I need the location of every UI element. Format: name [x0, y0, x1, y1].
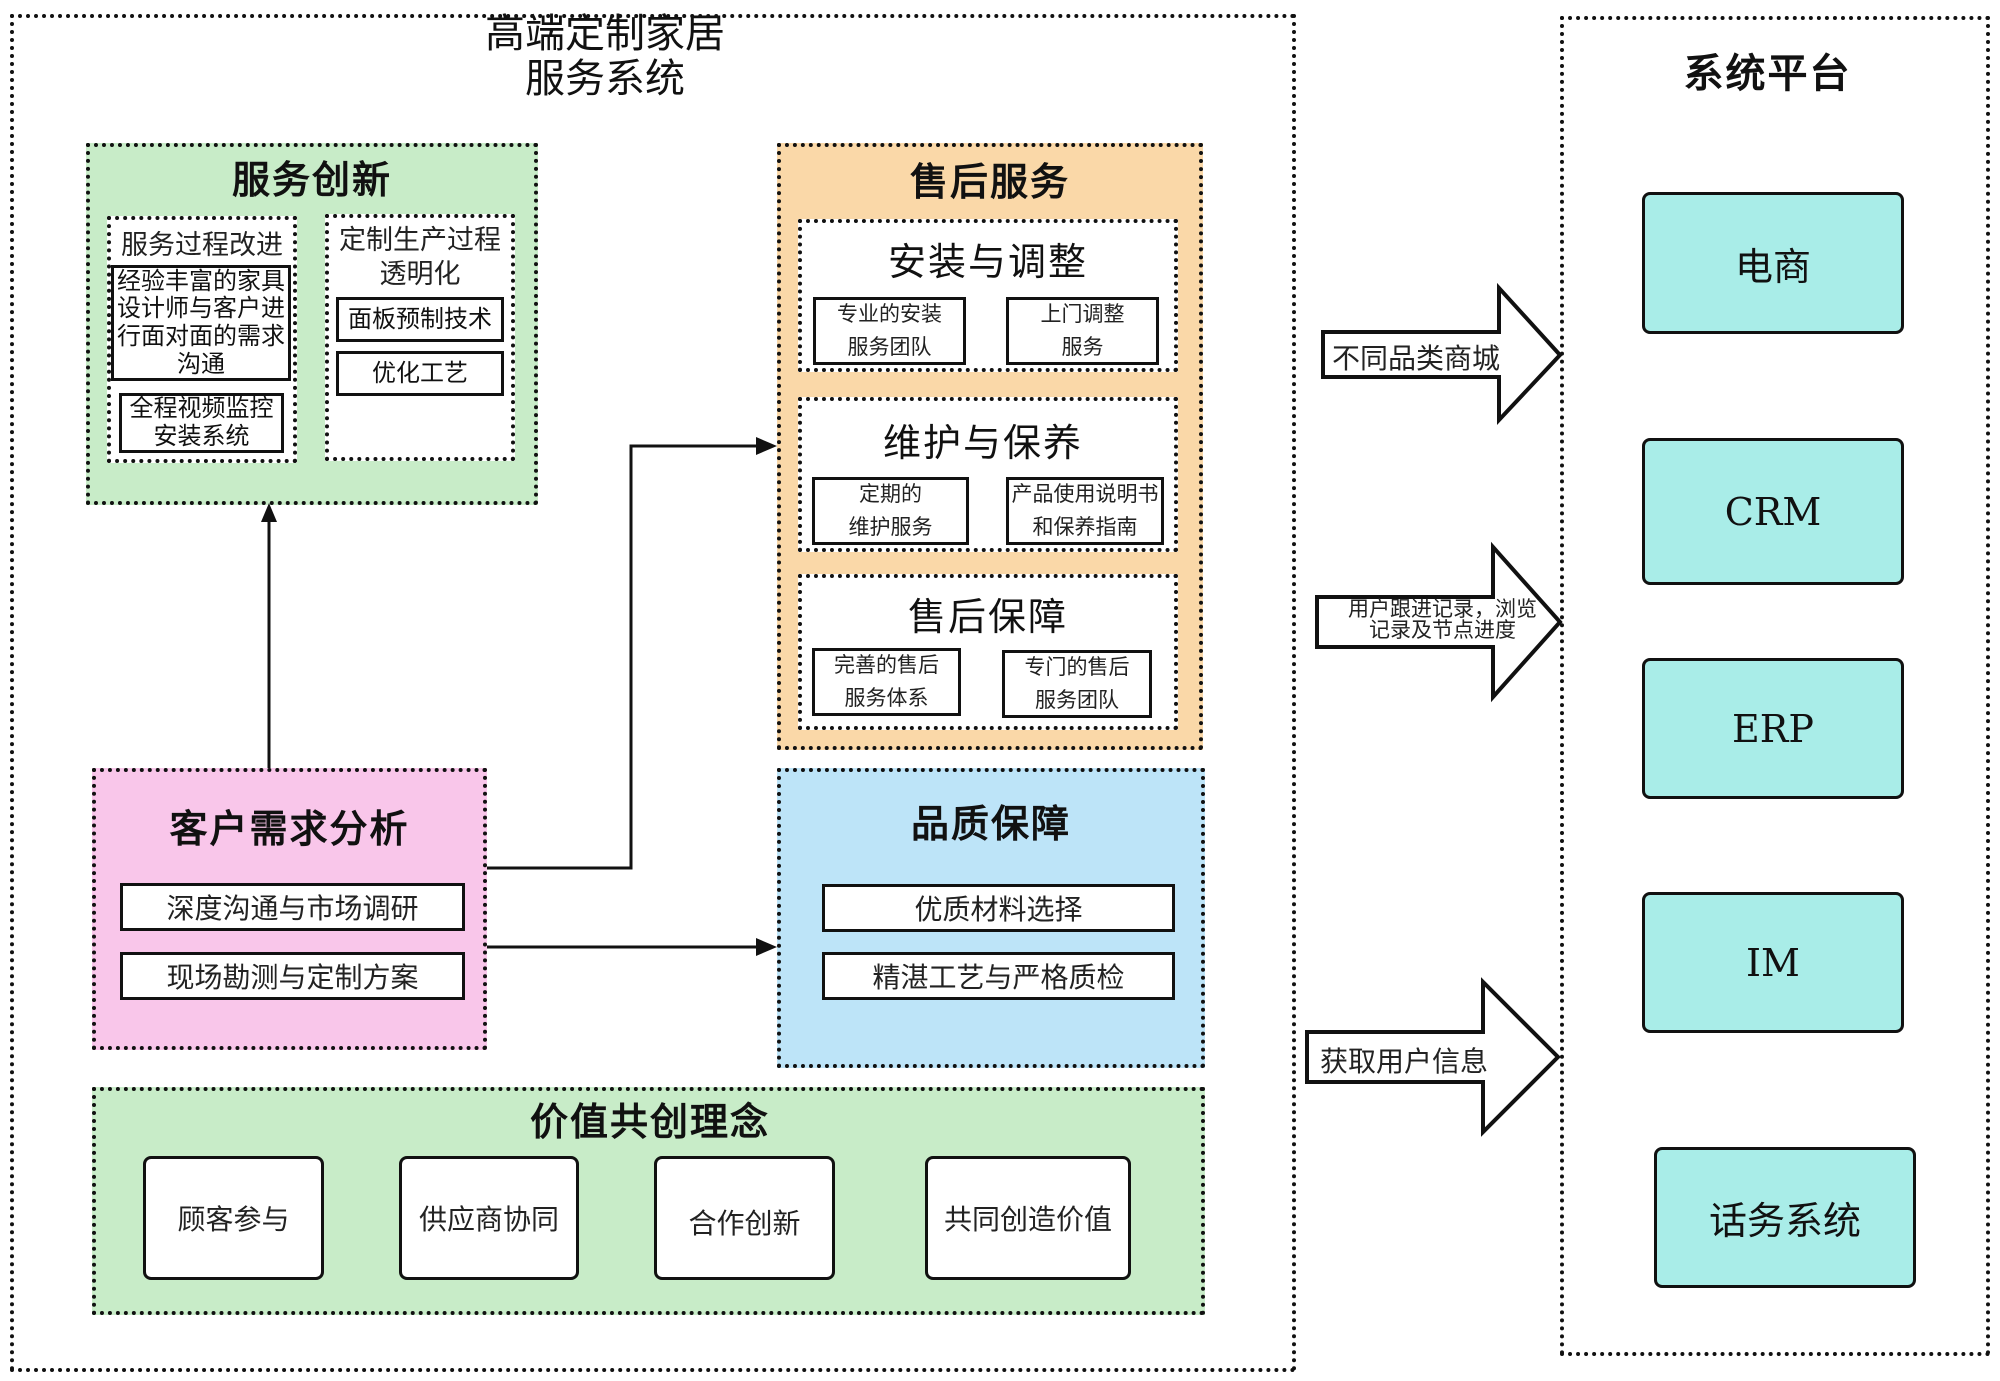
platform-ecommerce[interactable]: 电商	[1642, 192, 1904, 334]
onsite-adjust-box: 上门调整 服务	[1006, 297, 1159, 365]
customer-participation-box: 顾客参与	[143, 1156, 324, 1280]
flow-label-1: 不同品类商城	[1332, 342, 1501, 375]
after-sales-guarantee-title: 售后保障	[907, 594, 1068, 639]
flow-label-2-line-2: 记录及节点进度	[1369, 618, 1516, 642]
site-survey-box: 现场勘测与定制方案	[120, 952, 465, 1000]
quality-inspection-box: 精湛工艺与严格质检	[822, 952, 1175, 1000]
after-sales-title: 售后服务	[909, 159, 1070, 204]
supplier-collaboration-box: 供应商协同	[399, 1156, 579, 1280]
install-team-line-1: 专业的安装	[837, 302, 942, 327]
title-line-2: 服务系统	[525, 56, 685, 102]
user-manual-line-1: 产品使用说明书	[1011, 482, 1159, 507]
cooperative-innovation-box: 合作创新	[654, 1156, 835, 1280]
material-selection-box: 优质材料选择	[822, 884, 1175, 932]
process-optimization-box: 优化工艺	[336, 351, 504, 396]
co-create-value-box: 共同创造价值	[925, 1156, 1131, 1280]
service-system-container	[10, 14, 1296, 1372]
process-improvement-title: 服务过程改进	[121, 229, 283, 261]
production-transparency-title-line-2: 透明化	[379, 259, 461, 290]
video-monitoring-box: 全程视频监控安装系统	[119, 393, 284, 453]
service-system-title: 高端定制家居 服务系统	[400, 12, 810, 102]
platform-im[interactable]: IM	[1642, 892, 1904, 1033]
dedicated-team-line-1: 专门的售后	[1024, 655, 1130, 680]
quality-title: 品质保障	[910, 801, 1071, 846]
install-team-line-2: 服务团队	[847, 335, 932, 359]
panel-prefab-box: 面板预制技术	[336, 297, 504, 342]
dedicated-team-box: 专门的售后 服务团队	[1002, 650, 1152, 718]
user-manual-box: 产品使用说明书 和保养指南	[1006, 477, 1164, 545]
customer-analysis-title: 客户需求分析	[169, 806, 410, 851]
designer-communication-text: 经验丰富的家具设计师与客户进行面对面的需求沟通	[117, 266, 285, 378]
service-system-line-1: 完善的售后	[834, 653, 939, 678]
user-manual-line-2: 和保养指南	[1032, 515, 1138, 539]
platform-call-center[interactable]: 话务系统	[1654, 1147, 1916, 1288]
regular-maintenance-box: 定期的 维护服务	[812, 477, 969, 545]
maintenance-title: 维护与保养	[882, 420, 1083, 465]
platform-erp[interactable]: ERP	[1642, 658, 1904, 799]
regular-maintenance-line-1: 定期的	[859, 482, 922, 507]
service-innovation-title: 服务创新	[231, 157, 392, 202]
platform-title: 系统平台	[1683, 51, 1852, 97]
dedicated-team-line-2: 服务团队	[1035, 688, 1119, 712]
designer-communication-box: 经验丰富的家具设计师与客户进行面对面的需求沟通	[111, 265, 291, 381]
regular-maintenance-line-2: 维护服务	[848, 515, 933, 539]
title-line-1: 高端定制家居	[485, 11, 725, 58]
service-system-box: 完善的售后 服务体系	[812, 648, 961, 716]
flow-label-2-line-1: 用户跟进记录，浏览	[1348, 597, 1537, 621]
service-system-line-2: 服务体系	[844, 686, 929, 710]
flow-label-2: 用户跟进记录，浏览 记录及节点进度	[1320, 599, 1565, 645]
value-cocreation-title: 价值共创理念	[529, 1099, 770, 1144]
flow-label-3: 获取用户信息	[1320, 1045, 1489, 1078]
onsite-adjust-line-1: 上门调整	[1040, 302, 1125, 327]
market-research-box: 深度沟通与市场调研	[120, 883, 465, 931]
onsite-adjust-line-2: 服务	[1061, 335, 1104, 359]
video-monitoring-text: 全程视频监控安装系统	[129, 394, 274, 450]
install-team-box: 专业的安装 服务团队	[813, 297, 966, 365]
production-transparency-title-line-1: 定制生产过程	[339, 225, 501, 257]
install-adjust-title: 安装与调整	[887, 239, 1088, 284]
platform-crm[interactable]: CRM	[1642, 438, 1904, 585]
production-transparency-title: 定制生产过程 透明化	[325, 220, 515, 296]
